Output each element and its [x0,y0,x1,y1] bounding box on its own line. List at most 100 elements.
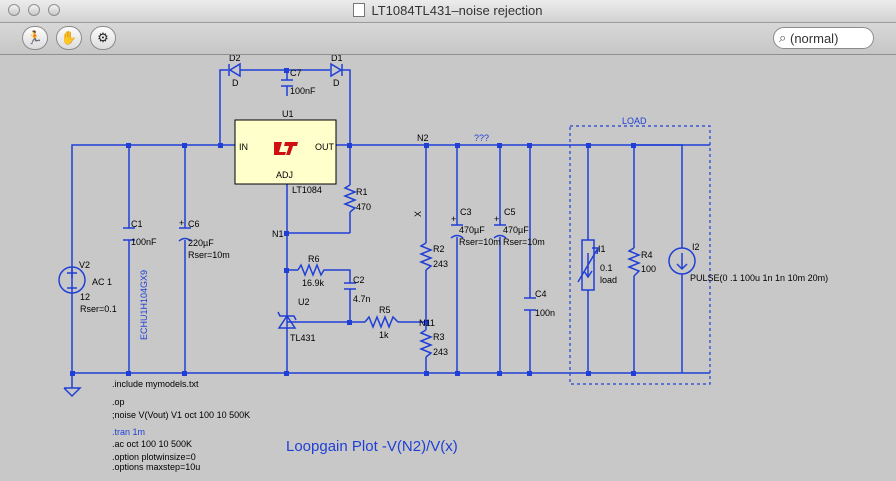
r5-value: 1k [379,330,389,340]
r2-ref: R2 [433,244,445,254]
schematic-drawing[interactable]: IN OUT ADJ U1 LT1084 D2 D D1 D [0,53,896,476]
u1-ref: U1 [282,109,294,119]
u1-pin-adj: ADJ [276,170,293,180]
capacitor-c2[interactable] [344,282,356,290]
directive-op[interactable]: .op [112,397,125,407]
halt-hand-icon: ✋ [60,30,78,45]
resistor-r5[interactable] [364,314,399,330]
capacitor-c4[interactable] [524,297,536,311]
capacitor-c3[interactable] [450,224,464,239]
r4-ref: R4 [641,250,653,260]
c3-value: 470µF [459,225,485,235]
i2-value: PULSE(0 .1 100u 1n 1n 10m 20m) [690,273,828,283]
load-box [569,125,711,385]
c3-plus: + [451,214,456,224]
directive-plotwinsize[interactable]: .option plotwinsize=0 [112,452,196,462]
r2-value: 243 [433,259,448,269]
directive-tran[interactable]: .tran 1m [112,427,145,437]
r3-value: 243 [433,347,448,357]
d2-model: D [232,78,239,88]
d2-ref: D2 [229,55,241,63]
directive-ac[interactable]: .ac oct 100 10 500K [112,439,192,449]
u1-part: LT1084 [292,185,322,195]
c5-value: 470µF [503,225,529,235]
i1-value: 0.1 [600,263,613,273]
v2-line1: AC 1 [92,277,112,287]
unknown-net-label: ??? [474,133,489,143]
resistor-r3[interactable] [418,329,434,358]
net-x-label: X [413,211,423,217]
schematic-canvas[interactable]: IN OUT ADJ U1 LT1084 D2 D D1 D [0,53,896,476]
c3-rser: Rser=10m [459,237,501,247]
u1-pin-in: IN [239,142,248,152]
resistor-r1[interactable] [342,184,358,213]
search-icon: ⌕ [779,30,787,45]
d1-model: D [333,78,340,88]
search-field[interactable]: ⌕ [773,27,874,49]
c4-ref: C4 [535,289,547,299]
c1-sublabel: ECHU1H104GX9 [139,270,149,340]
linear-technology-logo-icon [274,142,298,155]
window-title-text: LT1084TL431–noise rejection [371,3,543,18]
window-title: LT1084TL431–noise rejection [0,3,896,18]
c4-value: 100n [535,308,555,318]
c3-ref: C3 [460,207,472,217]
v2-line2: 12 [80,292,90,302]
r5-ref: R5 [379,305,391,315]
net-n2: N2 [417,133,429,143]
toolbar: 🏃 ✋ ⚙ ⌕ [0,23,896,55]
c5-ref: C5 [504,207,516,217]
capacitor-c6[interactable] [178,227,192,242]
resistor-r6[interactable] [297,262,327,278]
c6-ref: C6 [188,219,200,229]
c7-value: 100nF [290,86,316,96]
directive-maxstep[interactable]: .options maxstep=10u [112,462,200,472]
resistor-r4[interactable] [626,247,642,277]
run-button[interactable]: 🏃 [22,26,48,50]
search-input[interactable] [790,29,870,47]
zoom-window-button[interactable] [48,4,60,16]
v2-line3: Rser=0.1 [80,304,117,314]
capacitor-c7[interactable] [281,79,293,87]
net-n11: N11 [419,318,435,328]
close-window-button[interactable] [8,4,20,16]
current-source-i1[interactable] [577,239,599,291]
resistor-r2[interactable] [418,242,434,271]
c5-plus: + [494,214,499,224]
run-icon: 🏃 [26,30,44,45]
u2-part: TL431 [290,333,316,343]
probe-button[interactable]: ⚙ [90,26,116,50]
capacitor-c1[interactable] [123,227,135,241]
current-source-i2[interactable] [668,247,696,275]
u2-ref: U2 [298,297,310,307]
i1-ref: I1 [598,244,606,254]
i1-sub: load [600,275,617,285]
d1-ref: D1 [331,55,343,63]
directive-noise[interactable]: ;noise V(Vout) V1 oct 100 10 500K [112,410,250,420]
r3-ref: R3 [433,332,445,342]
voltage-source-v2[interactable] [58,266,86,294]
wires [63,69,710,398]
net-n1: N1 [272,229,284,239]
regulator-u1[interactable]: IN OUT ADJ [234,119,337,185]
diode-d1[interactable] [330,62,343,78]
v2-ref: V2 [79,260,90,270]
shunt-reference-u2[interactable] [277,311,297,329]
c2-ref: C2 [353,275,365,285]
c6-value: 220µF [188,238,214,248]
title-bar: LT1084TL431–noise rejection [0,0,896,23]
r1-value: 470 [356,202,371,212]
minimize-window-button[interactable] [28,4,40,16]
diode-d2[interactable] [228,62,241,78]
c6-plus: + [179,218,184,228]
c6-rser: Rser=10m [188,250,230,260]
loopgain-comment: Loopgain Plot -V(N2)/V(x) [286,438,458,455]
junction-dots [70,68,636,376]
halt-button[interactable]: ✋ [56,26,82,50]
capacitor-c5[interactable] [493,224,507,239]
probe-icon: ⚙ [97,30,109,45]
c1-value: 100nF [131,237,157,247]
directive-include[interactable]: .include mymodels.txt [112,379,199,389]
r4-value: 100 [641,264,656,274]
